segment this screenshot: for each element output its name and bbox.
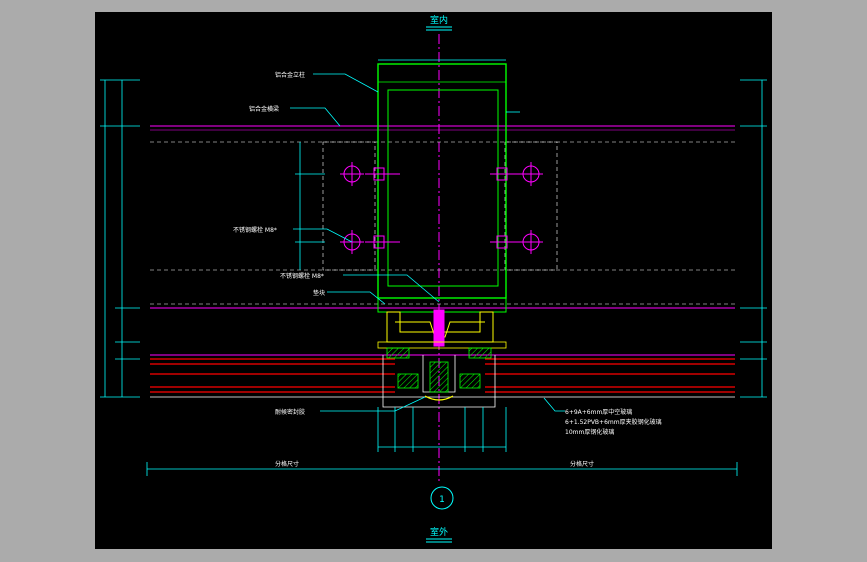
cover-cap: [382, 355, 496, 408]
label-bolt-a: 不锈钢螺栓 M8*: [233, 226, 277, 234]
dimensions: [100, 59, 767, 476]
annotation-labels: 铝合金立柱 铝合金横梁 不锈钢螺栓 M8* 不锈钢螺栓 M8* 垫块 耐候密封胶…: [233, 71, 662, 468]
gasket-bottom-left: [397, 373, 419, 389]
center-bolt: [433, 309, 445, 347]
detail-number: 1: [439, 495, 445, 505]
title-exterior: 室外: [430, 526, 448, 538]
label-bolt-b: 不锈钢螺栓 M8*: [280, 272, 324, 280]
bolt-nut-1: [373, 167, 385, 181]
label-mullion: 铝合金立柱: [275, 71, 305, 79]
label-transom: 铝合金横梁: [249, 105, 279, 113]
plate-bottom: [377, 341, 507, 349]
title-interior: 室内: [430, 14, 448, 26]
mullion-inner: [387, 89, 499, 287]
label-width-right: 分格尺寸: [570, 460, 594, 468]
drawing-sheet: 室内 室外 1: [95, 12, 772, 549]
sealant-bead: [424, 395, 454, 401]
bracket-left-outline: [322, 141, 376, 271]
detail-number-circle: [430, 486, 454, 510]
backer-rod: [429, 361, 449, 393]
gasket-bottom-right: [459, 373, 481, 389]
label-pad: 垫块: [313, 289, 325, 297]
label-glass-2: 6+1.52PVB+6mm厚夹胶钢化玻璃: [565, 418, 662, 426]
bolts: [340, 162, 543, 254]
bolt-nut-4: [496, 235, 508, 249]
leader-lines: [290, 73, 565, 412]
bolt-nut-2: [373, 235, 385, 249]
label-glass-3: 10mm厚钢化玻璃: [565, 428, 614, 436]
label-glass-1: 6+9A+6mm厚中空玻璃: [565, 408, 632, 416]
bracket-right-outline: [504, 141, 558, 271]
gasket-top-left: [386, 347, 410, 359]
label-width-left: 分格尺寸: [275, 460, 299, 468]
mullion-outer: [377, 63, 507, 299]
gasket-top-right: [468, 347, 492, 359]
label-sealant: 耐候密封胶: [275, 408, 305, 416]
curtain-wall-detail-drawing: 室内 室外 1: [100, 14, 767, 543]
glass-panes: [150, 358, 735, 393]
bolt-nut-3: [496, 167, 508, 181]
